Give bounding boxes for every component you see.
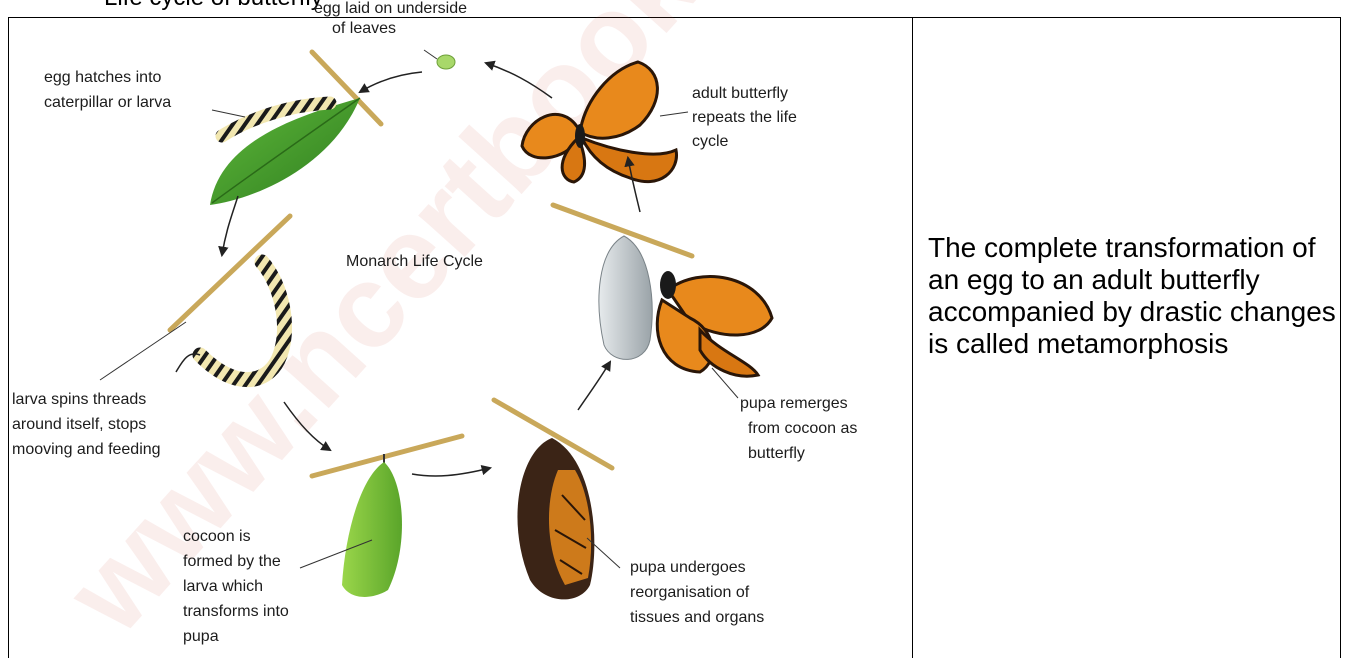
label-spinning: larva spins threads around itself, stops… [12,391,161,458]
label-spinning-line: around itself, stops [12,416,146,433]
empty-shell-icon [599,236,652,359]
label-egg-line: of leaves [332,20,396,37]
label-adult-line: adult butterfly [692,85,788,102]
label-caterpillar-line: egg hatches into [44,69,162,86]
label-spinning-line: mooving and feeding [12,441,161,458]
label-cocoon-line: cocoon is [183,528,251,545]
label-adult-line: cycle [692,133,729,150]
arrow-leaf-to-larva [222,196,238,255]
label-cocoon-line: pupa [183,628,219,645]
label-emerging-line: butterfly [748,445,805,462]
label-spinning-line: larva spins threads [12,391,146,408]
label-cocoon-line: transforms into [183,603,289,620]
label-egg-line: egg laid on underside [314,0,467,17]
label-adult-line: repeats the life [692,109,797,126]
center-title: Monarch Life Cycle [346,253,483,270]
label-cocoon-line: formed by the [183,553,281,570]
metamorphosis-description: The complete transformation of an egg to… [928,232,1338,360]
label-caterpillar-line: caterpillar or larva [44,94,171,111]
label-egg: egg laid on underside of leaves [314,0,471,37]
label-adult: adult butterfly repeats the life cycle [692,85,801,150]
cocoon-icon [342,462,402,597]
label-pupa-line: tissues and organs [630,609,764,626]
label-emerging-line: from cocoon as [748,420,857,437]
label-pupa-line: pupa undergoes [630,559,746,576]
arrow-egg-to-leaf [360,72,422,92]
arrow-pupa-to-emerging [578,362,610,410]
pupa-stage [494,400,620,599]
emerging-stage [553,205,772,398]
label-caterpillar: egg hatches into caterpillar or larva [44,69,171,111]
arrow-cocoon-to-pupa [412,468,490,476]
label-emerging-line: pupa remerges [740,395,848,412]
cocoon-stage [300,436,462,597]
label-pupa: pupa undergoes reorganisation of tissues… [630,559,764,626]
label-cocoon-line: larva which [183,578,263,595]
leaf-caterpillar-stage [210,98,360,205]
label-emerging: pupa remerges from cocoon as butterfly [740,395,862,462]
label-pupa-line: reorganisation of [630,584,750,601]
emerging-butterfly-icon [657,271,772,376]
egg-icon [437,55,455,69]
